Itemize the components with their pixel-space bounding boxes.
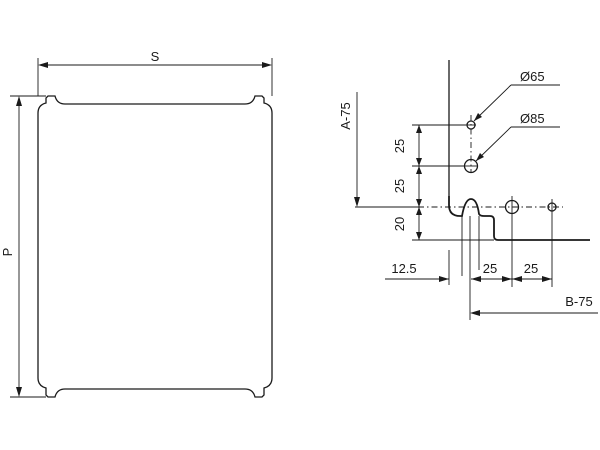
hole-large-label: Ø85 — [520, 111, 545, 126]
hole-small-label: Ø65 — [520, 69, 545, 84]
vertical-dimension-chain: 25 25 20 — [392, 124, 466, 240]
height-dimension: P — [0, 95, 46, 398]
arrowhead — [471, 276, 481, 282]
horizontal-offset-dimension: B-75 — [470, 294, 598, 316]
arrowhead — [416, 199, 422, 207]
arrowhead — [416, 166, 422, 174]
arrowhead — [470, 310, 480, 316]
arrowhead — [38, 62, 48, 68]
plate-outline — [37, 95, 273, 398]
hole-detail-view: Ø65 Ø85 A-75 25 25 20 — [338, 60, 598, 320]
arrowhead — [474, 113, 482, 121]
plate-profile — [448, 196, 590, 241]
horizontal-dimension-chain: 12.5 25 25 — [385, 216, 553, 287]
arrowhead — [416, 158, 422, 166]
leader-line-small-hole — [473, 84, 512, 122]
arrowhead — [262, 62, 272, 68]
arrowhead — [476, 153, 484, 161]
hole-large-upper — [463, 158, 479, 174]
spacing-upper-label: 25 — [392, 139, 407, 153]
hole-small-upper — [466, 120, 476, 130]
arrowhead — [439, 276, 449, 282]
hole-spacing-1-label: 25 — [483, 261, 497, 276]
hole-small-side — [547, 202, 557, 212]
edge-offset-label: 12.5 — [391, 261, 416, 276]
hole-large-side — [504, 199, 520, 215]
hole-spacing-2-label: 25 — [524, 261, 538, 276]
vertical-offset-label: A-75 — [338, 102, 353, 129]
height-label: P — [0, 248, 15, 257]
arrowhead — [16, 387, 22, 397]
arrowhead — [512, 276, 522, 282]
spacing-lower-label: 25 — [392, 179, 407, 193]
arrowhead — [416, 125, 422, 133]
horizontal-offset-label: B-75 — [565, 294, 592, 309]
arrowhead — [502, 276, 512, 282]
arrowhead — [354, 197, 360, 207]
mounting-plate-view: S P — [0, 49, 273, 398]
vertical-offset-dimension: A-75 — [338, 92, 418, 208]
arrowhead — [542, 276, 552, 282]
width-dimension: S — [37, 49, 273, 96]
width-label: S — [151, 49, 160, 64]
arrowhead — [416, 207, 422, 215]
arrowhead — [16, 96, 22, 106]
arrowhead — [416, 232, 422, 240]
bottom-gap-label: 20 — [392, 217, 407, 231]
